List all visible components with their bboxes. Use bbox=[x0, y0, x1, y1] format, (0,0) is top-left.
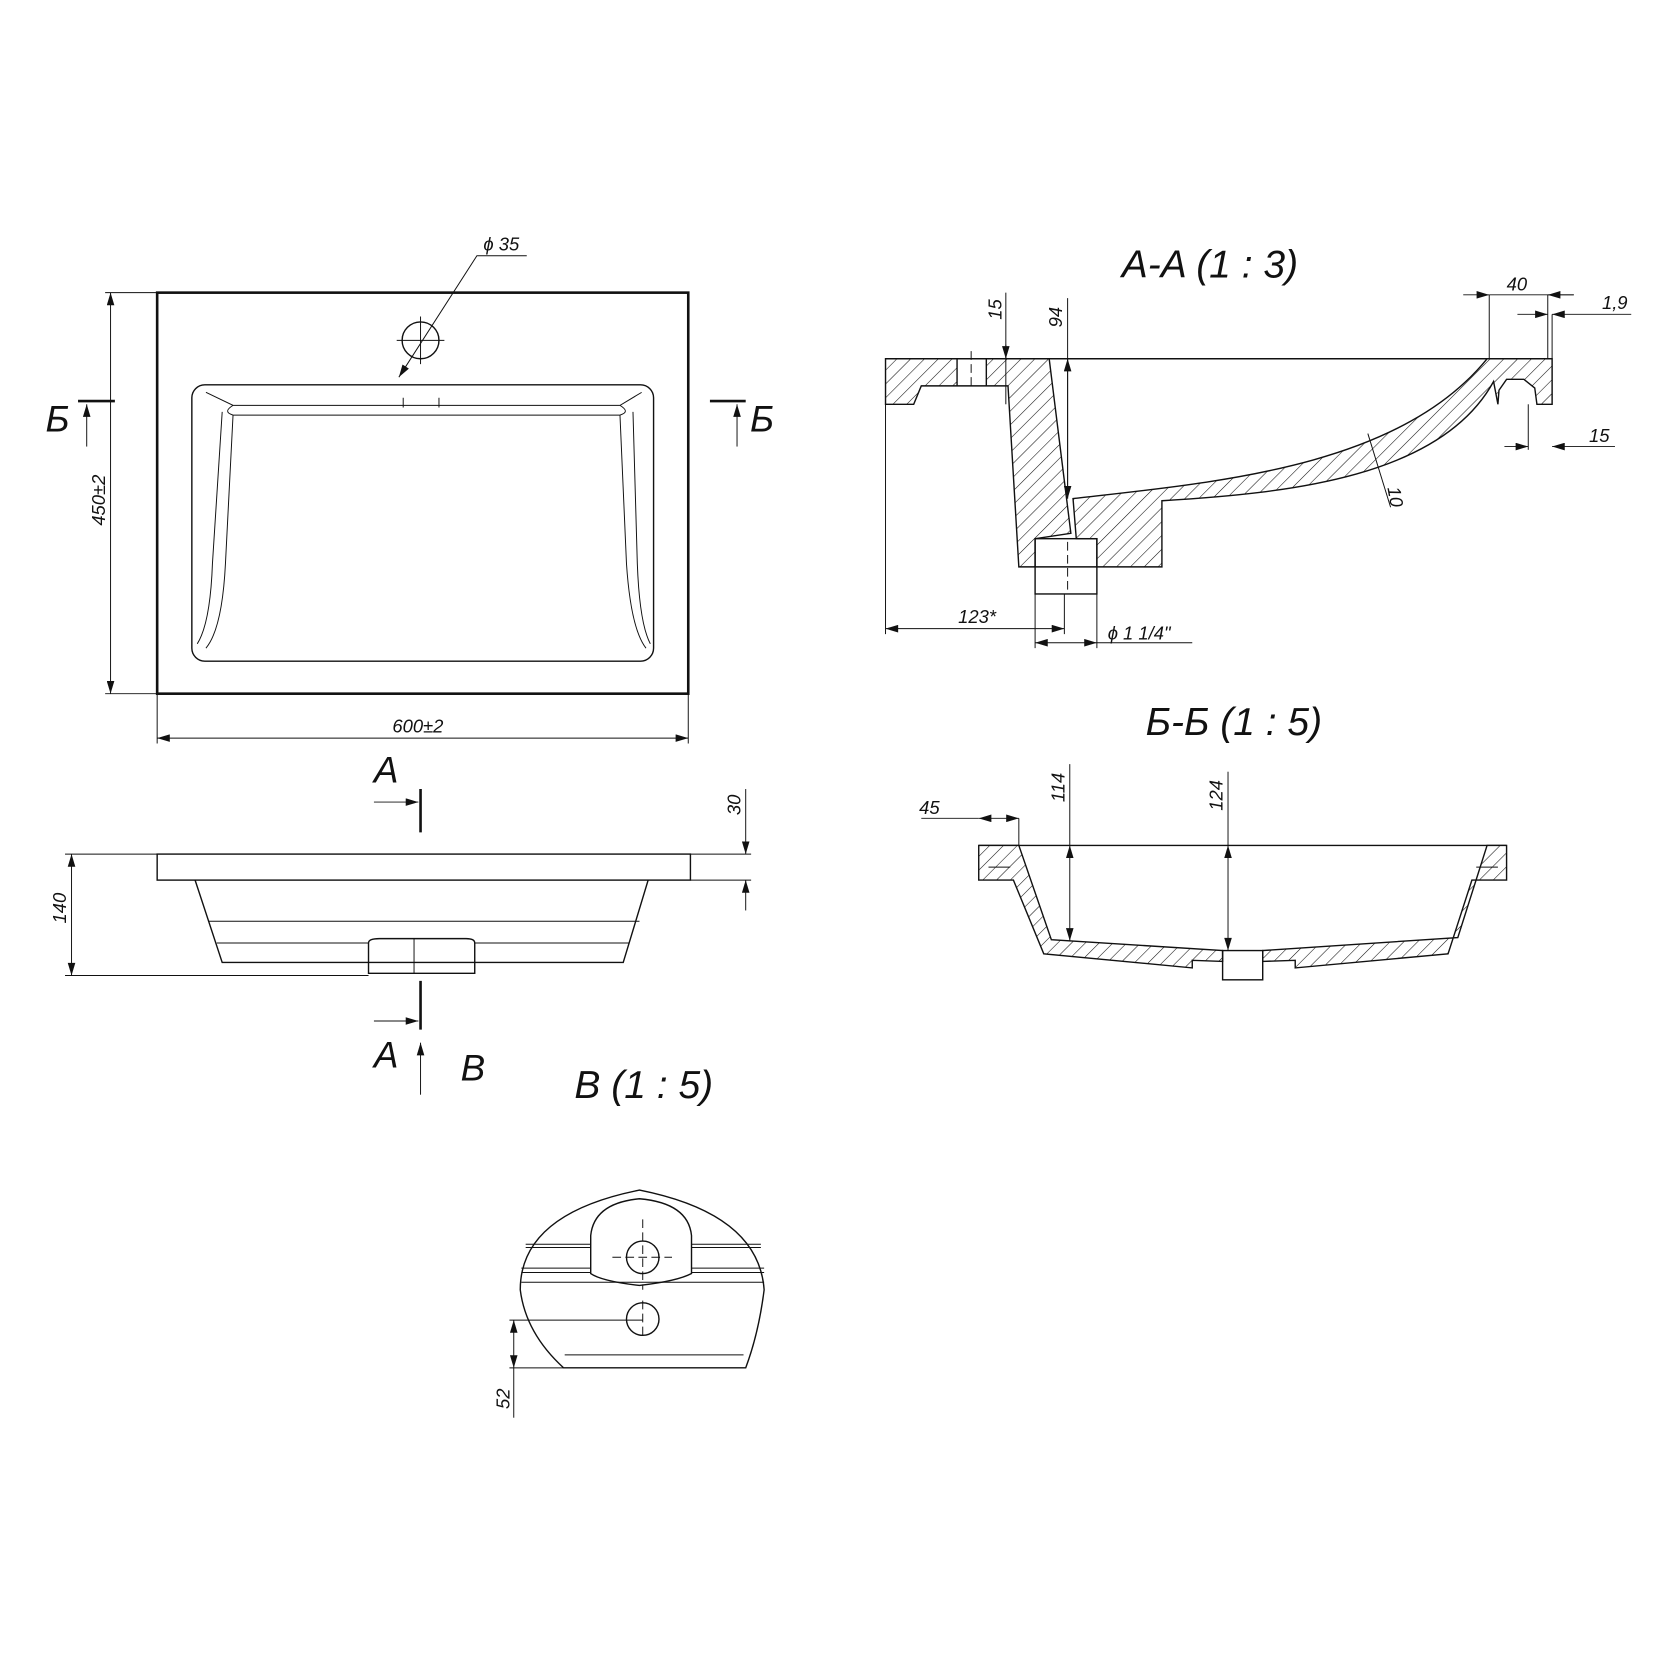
dim-94-label: 94 bbox=[1045, 307, 1066, 327]
view-b-letter: B bbox=[461, 1048, 486, 1089]
dim-15-right-label: 15 bbox=[1589, 425, 1610, 446]
height-extension-lines bbox=[105, 292, 158, 695]
section-bb-title: Б-Б (1 : 5) bbox=[1146, 701, 1322, 744]
width-dimension-label: 600±2 bbox=[392, 716, 443, 737]
front-bowl-lines bbox=[208, 920, 640, 944]
dim-52-label: 52 bbox=[492, 1389, 513, 1409]
sink-outline bbox=[155, 291, 690, 695]
dim-drain-ext bbox=[885, 404, 1098, 649]
dim-123-label: 123* bbox=[958, 606, 997, 627]
view-b-title: B (1 : 5) bbox=[574, 1064, 713, 1107]
dim-30-label: 30 bbox=[723, 794, 744, 815]
dim-40-label: 40 bbox=[1507, 273, 1528, 294]
section-a-top-letter: A bbox=[372, 750, 399, 791]
hole-leader bbox=[398, 255, 527, 378]
front-drain-bump bbox=[367, 937, 476, 975]
height-dimension-label: 450±2 bbox=[88, 475, 109, 526]
view-b: B (1 : 5) 52 bbox=[492, 1064, 765, 1418]
bb-drain bbox=[1221, 949, 1264, 981]
view-b-outline bbox=[519, 1189, 765, 1369]
basin-outline bbox=[191, 384, 655, 662]
view-b-drain-housing bbox=[590, 1198, 693, 1287]
dim-52-ext bbox=[509, 1319, 643, 1369]
section-b-right-letter: Б bbox=[750, 398, 774, 439]
aa-centerlines bbox=[970, 351, 1069, 594]
dim-140-label: 140 bbox=[49, 892, 70, 923]
dim-114-label: 114 bbox=[1047, 773, 1068, 802]
dim-10-line bbox=[1367, 433, 1392, 508]
front-view: 140 30 A A B bbox=[49, 750, 752, 1095]
dim-10-label: 10 bbox=[1383, 485, 1407, 510]
section-b-left-letter: Б bbox=[46, 398, 70, 439]
dim-45-label: 45 bbox=[919, 797, 940, 818]
section-aa-title: A-A (1 : 3) bbox=[1120, 243, 1298, 286]
hole-diameter-label: ϕ 35 bbox=[483, 233, 520, 254]
dim-15-label: 15 bbox=[984, 299, 1005, 320]
bb-right-wall bbox=[1262, 844, 1508, 969]
section-aa: A-A (1 : 3) 15 94 40 1,9 15 10 123* ϕ 1 … bbox=[884, 243, 1632, 649]
view-b-lines bbox=[521, 1243, 765, 1356]
view-b-centerlines bbox=[612, 1219, 673, 1340]
section-bb: Б-Б (1 : 5) 45 114 124 bbox=[919, 701, 1508, 981]
dim-drain-dia-label: ϕ 1 1/4" bbox=[1108, 622, 1172, 643]
basin-detail-lines bbox=[196, 391, 651, 649]
dim-30-ext bbox=[690, 853, 752, 881]
dim-140-ext bbox=[65, 853, 369, 976]
dim-124-label: 124 bbox=[1206, 780, 1227, 811]
top-view: ϕ 35 450±2 600±2 Б Б bbox=[46, 233, 774, 744]
hole-centerline bbox=[396, 316, 445, 365]
aa-bowl-and-right-flange bbox=[1072, 358, 1553, 568]
front-slab bbox=[156, 853, 692, 881]
section-a-bottom-letter: A bbox=[372, 1035, 399, 1076]
dim-1-9-label: 1,9 bbox=[1602, 292, 1628, 313]
bb-left-wall bbox=[978, 844, 1224, 969]
dim-40-ext bbox=[1488, 294, 1553, 405]
aa-left-wall bbox=[884, 358, 1072, 568]
